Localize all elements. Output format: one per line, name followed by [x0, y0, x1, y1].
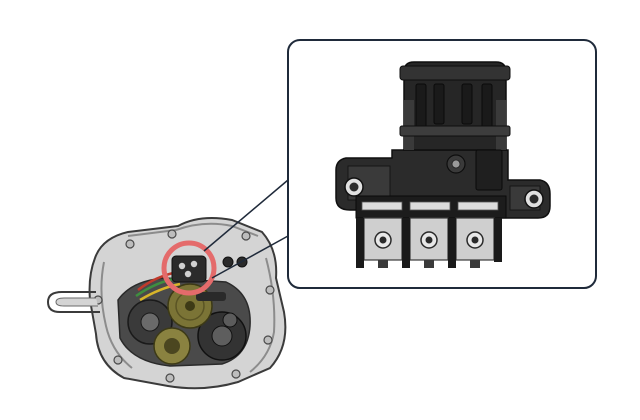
- housing-connector-small: [171, 255, 207, 283]
- transmission-housing: [46, 217, 287, 390]
- connector-terminal-1: [363, 217, 403, 261]
- connector-mount-hole-right: [524, 189, 544, 209]
- housing-rib-top: [127, 222, 259, 237]
- callout-leader-top: [203, 179, 289, 252]
- connector-side-block: [475, 149, 503, 191]
- internal-gear-shaft: [196, 292, 238, 328]
- connector-top-cap: [399, 65, 511, 81]
- connector-side-shade: [404, 100, 414, 150]
- wire-yellow: [139, 282, 181, 302]
- housing-left-bracket: [46, 291, 100, 313]
- connector-bottom-pins: [378, 260, 480, 268]
- housing-left-bracket-inner: [55, 297, 98, 307]
- callout-leader-bottom: [211, 235, 289, 279]
- connector-collar: [399, 125, 511, 137]
- housing-rib-right: [249, 257, 276, 373]
- highlight-ring: [161, 240, 217, 296]
- connector-closeup: [335, 61, 551, 268]
- connector-separator-tabs: [361, 201, 499, 211]
- connector-terminal-dividers: [356, 218, 502, 268]
- internal-olive-gear-bottom: [153, 327, 191, 365]
- connector-center-bolt: [446, 154, 466, 174]
- connector-terminal-2: [409, 217, 449, 261]
- connector-side-shade-right: [496, 100, 506, 150]
- connector-terminal-3: [455, 217, 495, 261]
- connector-mount-hole-left: [344, 177, 364, 197]
